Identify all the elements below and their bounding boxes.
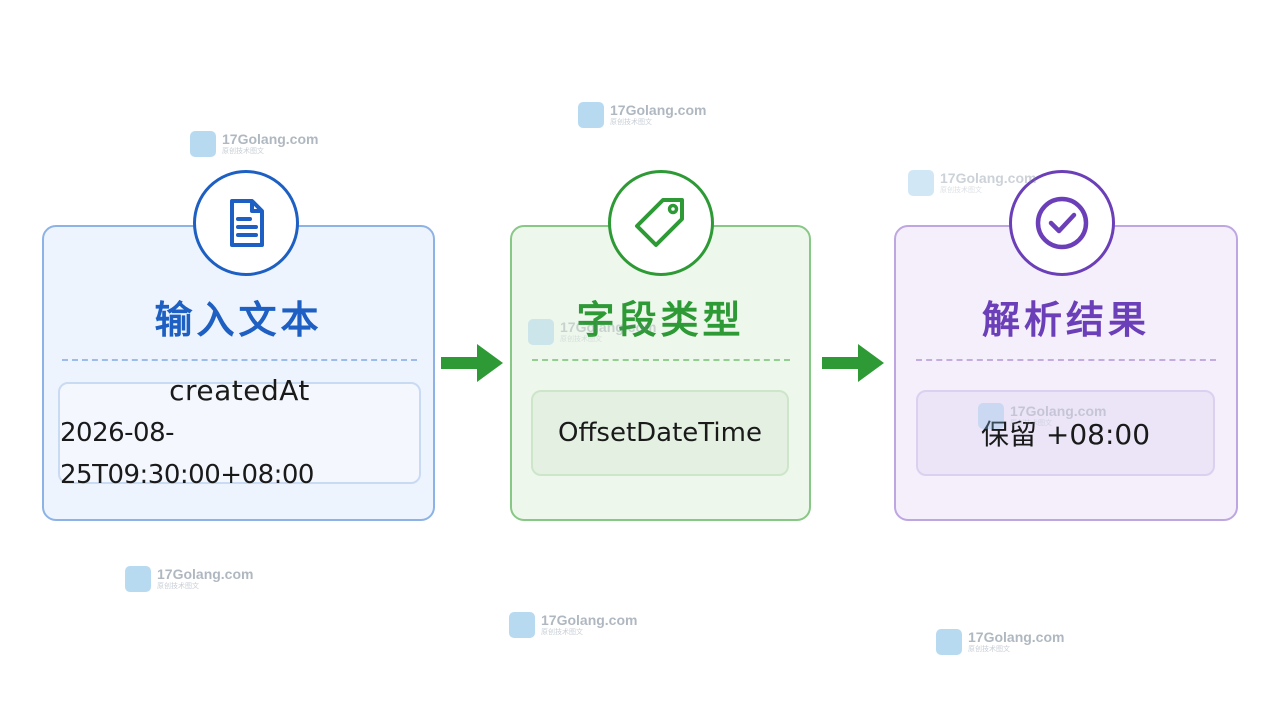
document-icon	[230, 199, 264, 247]
watermark-logo-icon	[908, 170, 934, 196]
watermark-site: 17Golang.com	[1010, 403, 1107, 419]
watermark-tagline: 原创技术图文	[940, 186, 982, 194]
type-step-badge	[608, 170, 714, 276]
parse-result-value: 保留 +08:00	[980, 418, 1151, 451]
divider	[916, 359, 1216, 361]
field-type-value: OffsetDateTime	[558, 418, 762, 448]
watermark-site: 17Golang.com	[968, 629, 1065, 645]
watermark-tagline: 原创技术图文	[1010, 419, 1052, 427]
field-raw-value: 2026-08-25T09:30:00+08:00	[60, 418, 314, 490]
step-title-input: 输入文本	[154, 298, 323, 342]
watermark-site: 17Golang.com	[560, 319, 657, 335]
watermark-tagline: 原创技术图文	[541, 628, 583, 636]
step-title-result: 解析结果	[981, 298, 1150, 342]
input-step-badge	[193, 170, 299, 276]
watermark-site: 17Golang.com	[610, 102, 707, 118]
watermark-logo-icon	[528, 319, 554, 345]
divider	[62, 359, 417, 361]
watermark-tagline: 原创技术图文	[968, 645, 1010, 653]
watermark-logo-icon	[190, 131, 216, 157]
watermark-logo-icon	[578, 102, 604, 128]
watermark-tagline: 原创技术图文	[560, 335, 602, 343]
watermark-site: 17Golang.com	[541, 612, 638, 628]
watermark-tagline: 原创技术图文	[610, 118, 652, 126]
divider	[532, 359, 790, 361]
watermark-site: 17Golang.com	[222, 131, 319, 147]
input-value-box: createdAt 2026-08-25T09:30:00+08:00	[58, 374, 421, 490]
check-circle-icon	[1035, 196, 1089, 250]
result-step-badge	[1009, 170, 1115, 276]
watermark-logo-icon	[936, 629, 962, 655]
watermark-logo-icon	[978, 403, 1004, 429]
result-value-box: 保留 +08:00	[916, 390, 1215, 476]
watermark-site: 17Golang.com	[157, 566, 254, 582]
tag-icon	[635, 198, 684, 247]
watermark-logo-icon	[125, 566, 151, 592]
watermark-tagline: 原创技术图文	[222, 147, 264, 155]
step-title-type: 字段类型	[576, 298, 745, 342]
field-name: createdAt	[169, 374, 310, 407]
watermark-logo-icon	[509, 612, 535, 638]
flow-arrow-icon	[822, 344, 884, 382]
watermark-site: 17Golang.com	[940, 170, 1037, 186]
type-value-box: OffsetDateTime	[531, 390, 789, 476]
watermark-tagline: 原创技术图文	[157, 582, 199, 590]
flow-arrow-icon	[441, 344, 503, 382]
